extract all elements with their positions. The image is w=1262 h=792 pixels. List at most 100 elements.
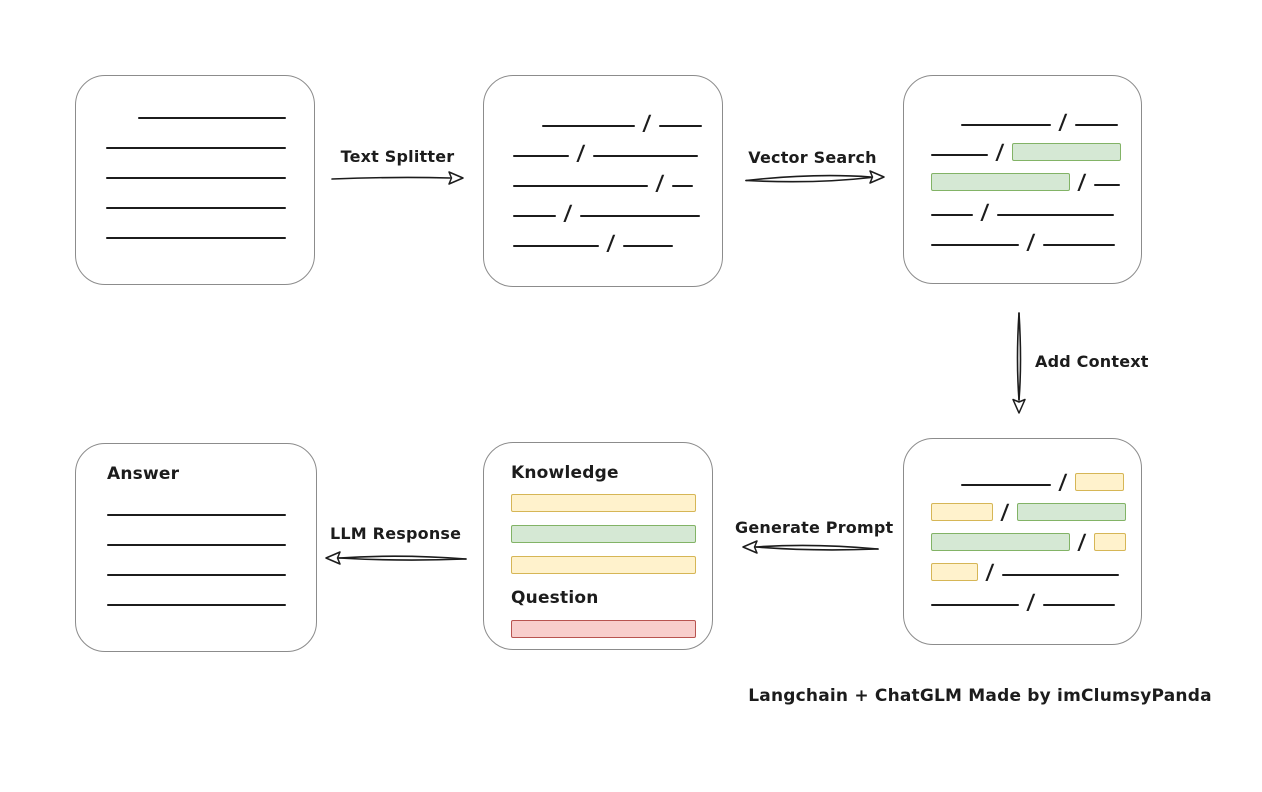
text-line-row bbox=[107, 548, 316, 578]
text-line bbox=[513, 185, 648, 187]
text-line-row bbox=[106, 151, 314, 181]
text-line-row: / bbox=[513, 189, 722, 225]
text-line-row: / bbox=[513, 159, 722, 195]
generate-prompt-arrow bbox=[742, 540, 879, 554]
question-label: Question bbox=[511, 588, 599, 608]
text-line bbox=[592, 155, 698, 157]
slash-separator: / bbox=[980, 200, 990, 224]
green-highlight-chip bbox=[931, 173, 1070, 191]
yellow-bar bbox=[511, 494, 696, 512]
slash-separator: / bbox=[1077, 170, 1087, 194]
text-line bbox=[106, 147, 286, 149]
context-chunk-lines: / / / / / bbox=[904, 439, 1141, 614]
text-line-row: / bbox=[931, 518, 1141, 554]
yellow-highlight-chip bbox=[931, 563, 978, 581]
text-line-row: / bbox=[931, 218, 1141, 254]
text-line-row bbox=[106, 211, 314, 241]
text-line bbox=[961, 124, 1051, 126]
text-line bbox=[106, 237, 286, 239]
text-line bbox=[107, 574, 286, 576]
text-line bbox=[996, 214, 1114, 216]
document-lines bbox=[76, 76, 314, 241]
text-line bbox=[106, 207, 286, 209]
text-line-row: / bbox=[931, 188, 1141, 224]
text-line bbox=[579, 215, 700, 217]
add-context-label: Add Context bbox=[1035, 352, 1149, 371]
text-line-row bbox=[106, 181, 314, 211]
green-highlight-chip bbox=[1016, 503, 1126, 521]
text-line bbox=[961, 484, 1051, 486]
llm-response-arrow bbox=[325, 551, 467, 565]
slash-separator: / bbox=[985, 560, 995, 584]
knowledge-label: Knowledge bbox=[511, 463, 619, 483]
green-highlight-chip bbox=[1011, 143, 1121, 161]
split-chunks-box: / / / / / bbox=[483, 75, 723, 287]
text-line-row bbox=[106, 91, 314, 121]
slash-separator: / bbox=[563, 201, 573, 225]
yellow-highlight-chip bbox=[1074, 473, 1124, 491]
text-line-row: / bbox=[513, 129, 722, 165]
slash-separator: / bbox=[576, 141, 586, 165]
yellow-highlight-chip bbox=[931, 503, 993, 521]
matched-chunk-lines: / / / / / bbox=[904, 76, 1141, 254]
chunk-lines: / / / / / bbox=[484, 76, 722, 255]
text-line-row: / bbox=[931, 98, 1141, 134]
prompt-box: Knowledge Question bbox=[483, 442, 713, 650]
text-line-row: / bbox=[931, 158, 1141, 194]
text-line bbox=[106, 177, 286, 179]
slash-separator: / bbox=[655, 171, 665, 195]
caption: Langchain + ChatGLM Made by imClumsyPand… bbox=[748, 686, 1212, 706]
slash-separator: / bbox=[995, 140, 1005, 164]
matched-chunks-box: / / / / / bbox=[903, 75, 1142, 284]
text-line bbox=[931, 214, 973, 216]
vector-search-arrow bbox=[745, 170, 885, 184]
yellow-highlight-chip bbox=[1093, 533, 1126, 551]
slash-separator: / bbox=[1058, 110, 1068, 134]
slash-separator: / bbox=[1077, 530, 1087, 554]
text-line-row: / bbox=[931, 578, 1141, 614]
slash-separator: / bbox=[606, 231, 616, 255]
answer-label: Answer bbox=[107, 464, 180, 484]
text-line bbox=[513, 245, 599, 247]
llm-response-label: LLM Response bbox=[330, 524, 462, 543]
green-bar bbox=[511, 525, 696, 543]
text-line bbox=[513, 215, 556, 217]
text-line bbox=[1042, 244, 1115, 246]
text-line-row: / bbox=[513, 99, 722, 135]
text-splitter-arrow bbox=[331, 171, 464, 185]
slash-separator: / bbox=[1000, 500, 1010, 524]
text-line bbox=[138, 117, 286, 119]
answer-lines bbox=[107, 484, 316, 608]
slash-separator: / bbox=[1026, 590, 1036, 614]
text-line bbox=[1042, 604, 1115, 606]
text-line-row bbox=[107, 488, 316, 518]
text-line bbox=[1001, 574, 1119, 576]
text-line-row: / bbox=[931, 458, 1141, 494]
text-line bbox=[931, 154, 988, 156]
green-highlight-chip bbox=[931, 533, 1070, 551]
question-bars bbox=[511, 620, 712, 638]
text-line bbox=[107, 514, 286, 516]
text-line bbox=[107, 544, 286, 546]
text-line-row bbox=[107, 518, 316, 548]
text-line bbox=[513, 155, 569, 157]
text-line bbox=[1074, 124, 1118, 126]
text-splitter-label: Text Splitter bbox=[340, 147, 455, 166]
text-line-row: / bbox=[513, 219, 722, 255]
text-line-row: / bbox=[931, 128, 1141, 164]
generate-prompt-label: Generate Prompt bbox=[735, 518, 894, 537]
red-bar bbox=[511, 620, 696, 638]
slash-separator: / bbox=[642, 111, 652, 135]
text-line bbox=[658, 125, 702, 127]
text-line bbox=[1093, 184, 1120, 186]
text-line bbox=[931, 604, 1019, 606]
yellow-bar bbox=[511, 556, 696, 574]
text-line-row bbox=[106, 121, 314, 151]
source-document-box bbox=[75, 75, 315, 285]
slash-separator: / bbox=[1058, 470, 1068, 494]
text-line-row: / bbox=[931, 488, 1141, 524]
context-chunks-box: / / / / / bbox=[903, 438, 1142, 645]
text-line bbox=[107, 604, 286, 606]
slash-separator: / bbox=[1026, 230, 1036, 254]
